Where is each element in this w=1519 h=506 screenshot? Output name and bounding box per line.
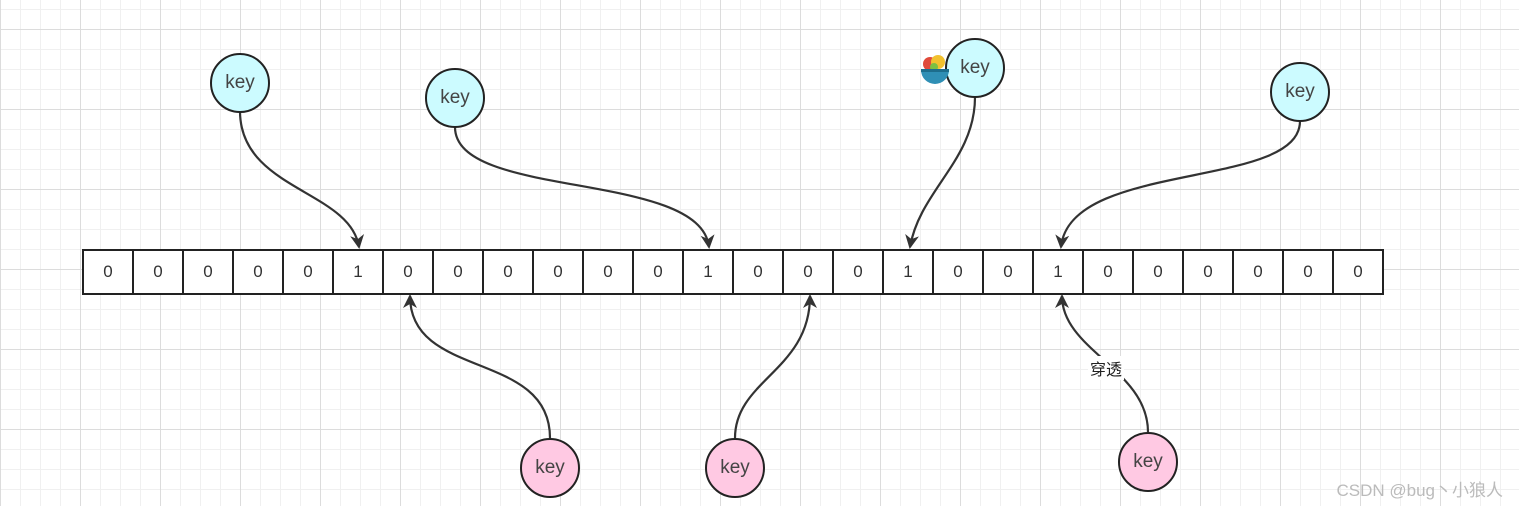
bit-cell: 0 bbox=[932, 249, 984, 295]
key-node: key bbox=[425, 68, 485, 128]
key-node: key bbox=[1270, 62, 1330, 122]
bit-cell: 0 bbox=[382, 249, 434, 295]
bit-cell: 0 bbox=[132, 249, 184, 295]
bit-cell: 0 bbox=[732, 249, 784, 295]
bit-cell: 0 bbox=[1282, 249, 1334, 295]
food-bowl-icon bbox=[921, 55, 949, 84]
key-node: key bbox=[945, 38, 1005, 98]
bit-cell: 0 bbox=[282, 249, 334, 295]
bit-cell: 0 bbox=[432, 249, 484, 295]
bit-cell: 0 bbox=[232, 249, 284, 295]
arrow-top-key-2 bbox=[453, 126, 715, 249]
bit-cell: 1 bbox=[1032, 249, 1084, 295]
bit-cell: 0 bbox=[82, 249, 134, 295]
bit-cell: 0 bbox=[1182, 249, 1234, 295]
key-node: key bbox=[210, 53, 270, 113]
bit-cell: 1 bbox=[882, 249, 934, 295]
bit-cell: 0 bbox=[482, 249, 534, 295]
edge-label-penetrate: 穿透 bbox=[1088, 356, 1125, 380]
arrow-top-key-1 bbox=[238, 110, 365, 249]
key-node: key bbox=[1118, 432, 1178, 492]
bit-cell: 0 bbox=[582, 249, 634, 295]
key-node: key bbox=[520, 438, 580, 498]
bit-cell: 1 bbox=[682, 249, 734, 295]
arrow-top-key-3 bbox=[905, 96, 977, 249]
arrow-top-key-4 bbox=[1055, 120, 1302, 249]
bit-cell: 0 bbox=[782, 249, 834, 295]
bit-cell: 0 bbox=[182, 249, 234, 295]
watermark: CSDN @bug丶小狼人 bbox=[1336, 481, 1503, 500]
arrow-bottom-key-2 bbox=[733, 294, 817, 439]
bit-cell: 0 bbox=[1332, 249, 1384, 295]
bit-cell: 0 bbox=[1132, 249, 1184, 295]
bit-cell: 0 bbox=[982, 249, 1034, 295]
bit-cell: 0 bbox=[832, 249, 884, 295]
bit-cell: 0 bbox=[532, 249, 584, 295]
bit-cell: 0 bbox=[1232, 249, 1284, 295]
bit-cell: 0 bbox=[1082, 249, 1134, 295]
key-node: key bbox=[705, 438, 765, 498]
bit-cell: 0 bbox=[632, 249, 684, 295]
bit-cell: 1 bbox=[332, 249, 384, 295]
arrow-bottom-key-1 bbox=[403, 294, 552, 439]
